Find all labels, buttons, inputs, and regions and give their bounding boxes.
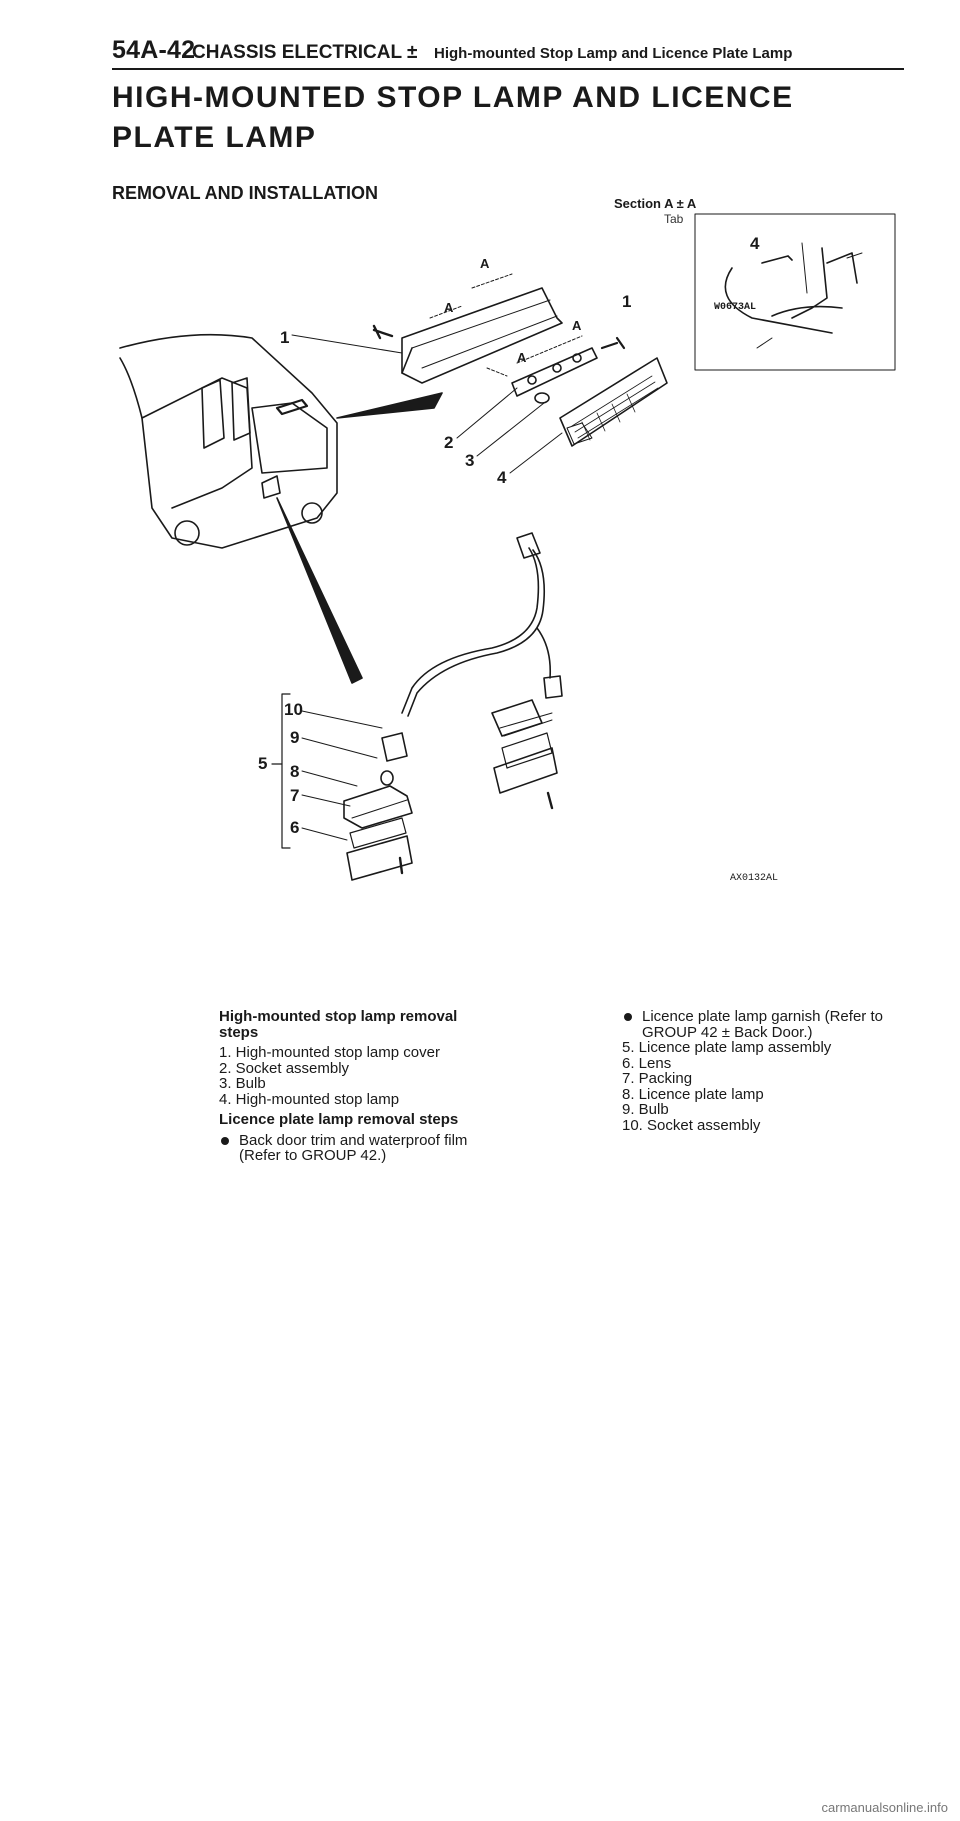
page-number: 54A-42 bbox=[112, 36, 196, 64]
figure-code: AX0132AL bbox=[730, 873, 779, 884]
page-subtitle: REMOVAL AND INSTALLATION bbox=[112, 183, 378, 203]
harness-socket-right bbox=[543, 675, 563, 699]
pointer-stop-lamp bbox=[336, 392, 443, 419]
watermark: carmanualsonline.info bbox=[821, 1800, 948, 1815]
callout-2: 2 bbox=[444, 433, 454, 452]
lens-left bbox=[346, 835, 413, 881]
inset-code: W0673AL bbox=[714, 302, 757, 313]
inset-callout-4: 4 bbox=[750, 234, 760, 253]
subsection-name: High-mounted Stop Lamp and Licence Plate… bbox=[434, 45, 793, 62]
callout-9: 9 bbox=[290, 728, 300, 747]
step-item: 5. Licence plate lamp assembly bbox=[622, 1039, 832, 1056]
packing-left bbox=[349, 817, 407, 849]
callout-8: 8 bbox=[290, 762, 300, 781]
step-item: 7. Packing bbox=[622, 1070, 693, 1087]
callout-7: 7 bbox=[290, 786, 300, 805]
step-item: 8. Licence plate lamp bbox=[622, 1085, 764, 1103]
socket-assembly bbox=[511, 347, 598, 397]
callout-3: 3 bbox=[465, 451, 475, 470]
section-mark-a-1: A bbox=[480, 256, 490, 271]
stop-lamp-steps-heading: High-mounted stop lamp removal steps bbox=[219, 1008, 458, 1041]
step-item: 10. Socket assembly bbox=[622, 1116, 761, 1134]
licence-lamp-steps-heading: Licence plate lamp removal steps bbox=[219, 1111, 459, 1128]
page-header: 54A-42 CHASSIS ELECTRICAL ± High-mounted… bbox=[112, 36, 904, 70]
harness-wire bbox=[401, 547, 540, 714]
right-column: Licence plate lamp garnish (Refer to GRO… bbox=[622, 1009, 898, 1133]
step-item: 3. Bulb bbox=[219, 1075, 266, 1092]
exploded-view-figure: Section A ± A Tab 4 1 W0673AL A A A A 1 … bbox=[112, 196, 912, 988]
tab-label: Tab bbox=[664, 212, 684, 226]
figure-drawing bbox=[119, 213, 896, 881]
prep-step-bullet: Back door trim and waterproof film (Refe… bbox=[219, 1132, 489, 1164]
car-body bbox=[119, 333, 338, 549]
bulb bbox=[534, 392, 550, 404]
inset-lamp-line bbox=[791, 247, 858, 319]
stop-lamp-on-car bbox=[275, 398, 309, 416]
section-mark-a-4: A bbox=[517, 350, 527, 365]
callout-1: 1 bbox=[280, 328, 290, 347]
inset-title: Section A ± A bbox=[614, 196, 697, 211]
section-mark-a-3: A bbox=[572, 318, 582, 333]
inset-frame bbox=[694, 213, 896, 371]
header-rule bbox=[112, 68, 904, 70]
section-name: CHASSIS ELECTRICAL ± bbox=[192, 42, 418, 63]
callout-4: 4 bbox=[497, 468, 507, 487]
step-item: 4. High-mounted stop lamp bbox=[219, 1090, 400, 1108]
step-item: 2. Socket assembly bbox=[219, 1059, 350, 1077]
page-title: HIGH-MOUNTED STOP LAMP AND LICENCE PLATE… bbox=[112, 81, 794, 154]
socket-assembly-left bbox=[381, 732, 408, 762]
lens-right bbox=[493, 747, 558, 794]
licence-plate-recess bbox=[261, 475, 281, 499]
bulb-left bbox=[380, 770, 394, 786]
screw-right bbox=[600, 336, 626, 350]
pointer-licence-lamp bbox=[276, 497, 363, 684]
harness-connector bbox=[516, 532, 541, 559]
section-mark-a-2: A bbox=[444, 300, 454, 315]
callout-6: 6 bbox=[290, 818, 300, 837]
step-item: 6. Lens bbox=[622, 1054, 672, 1072]
lamp-lens-grid bbox=[571, 375, 659, 441]
screw-top bbox=[372, 324, 394, 340]
inset-cover-line bbox=[724, 267, 833, 334]
prep-step-bullet: Licence plate lamp garnish (Refer to GRO… bbox=[622, 1009, 898, 1040]
stop-lamp-cover bbox=[401, 287, 563, 384]
car-rear-window bbox=[251, 402, 328, 474]
screw-right-lamp bbox=[546, 791, 554, 810]
high-mounted-stop-lamp bbox=[559, 357, 668, 447]
licence-lamp-left bbox=[343, 785, 413, 829]
left-column: High-mounted stop lamp removal steps 1. … bbox=[219, 1009, 489, 1164]
step-item: 1. High-mounted stop lamp cover bbox=[219, 1044, 440, 1061]
inset-callout-1: 1 bbox=[622, 292, 632, 311]
callout-10: 10 bbox=[284, 700, 303, 719]
callout-5: 5 bbox=[258, 754, 268, 773]
screw-left-lamp bbox=[398, 856, 404, 875]
packing-right bbox=[501, 732, 553, 769]
step-item: 9. Bulb bbox=[622, 1101, 669, 1118]
